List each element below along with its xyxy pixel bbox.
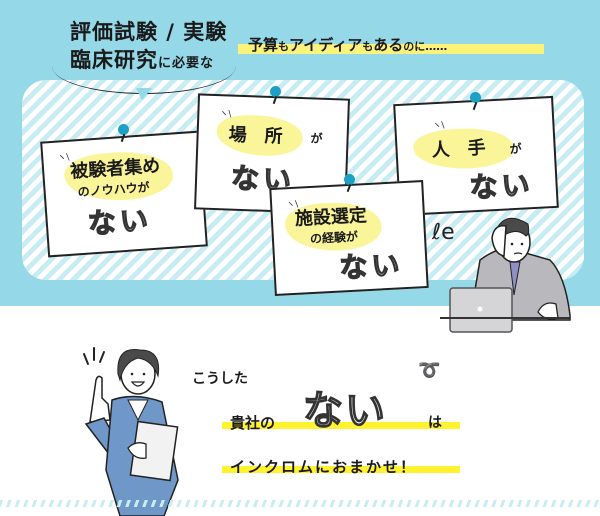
card-facility: ヽ\ 施設選定 の経験が ない <box>269 180 429 296</box>
idea-word: アイディア <box>289 36 363 54</box>
nai-outline-text: ない <box>86 203 154 242</box>
budget-text: 予算もアイディアもあるのに…… <box>244 34 453 55</box>
question-line-2-small: に必要な <box>158 56 215 71</box>
worried-businessman-illustration <box>449 217 571 333</box>
push-pin-icon <box>118 124 129 135</box>
footer-line-2-highlight <box>222 422 460 429</box>
question-line-2: 臨床研究に必要な <box>70 44 214 74</box>
card-subtitle: の経験が <box>309 229 359 247</box>
worry-squiggle-icon: ℓe <box>432 220 455 245</box>
footer-line-3-cta: インクロムにおまかせ！ <box>230 458 418 476</box>
spiral-doodle-icon: ➰ <box>418 360 441 381</box>
card-title: 施設選定 <box>294 205 368 230</box>
card-subtitle: が <box>310 131 323 146</box>
budget-highlight <box>238 44 544 54</box>
card-recruitment: ヽ\ 被験者集め のノウハウが ない <box>40 130 208 258</box>
footer-line-1: こうした <box>192 371 248 387</box>
push-pin-icon <box>270 86 281 97</box>
card-title: 場 所 <box>228 124 283 148</box>
question-line-1: 評価試験 / 実験 <box>70 20 228 44</box>
footer-line-3-highlight <box>222 466 460 473</box>
card-subtitle: が <box>509 141 523 157</box>
nonine-word: のに…… <box>403 40 448 53</box>
footer-line-2-prefix: 貴社の <box>230 414 276 432</box>
push-pin-icon <box>344 174 355 185</box>
spark-lines-icon: ヽ\ <box>432 120 445 132</box>
budget-word: 予算 <box>248 36 279 54</box>
question-line-2-main: 臨床研究 <box>70 48 158 72</box>
bottom-dashed-border <box>0 500 600 507</box>
spark-lines-icon: ヽ\ <box>57 152 70 164</box>
nai-outline-text: ない <box>338 248 405 286</box>
spark-lines-icon: ヽ\ <box>219 109 232 120</box>
footer-nai-outline-text: ない <box>302 387 387 434</box>
push-pin-icon <box>470 92 481 103</box>
card-title: 人 手 <box>431 137 487 162</box>
businesswoman-illustration <box>83 347 179 516</box>
aru-word: ある <box>373 36 404 54</box>
budget-particle: も <box>278 40 290 53</box>
idea-particle: も <box>362 40 374 53</box>
speech-bubble-tail <box>136 88 152 100</box>
footer-line-2-suffix: は <box>428 415 442 431</box>
desk-line <box>440 317 570 319</box>
